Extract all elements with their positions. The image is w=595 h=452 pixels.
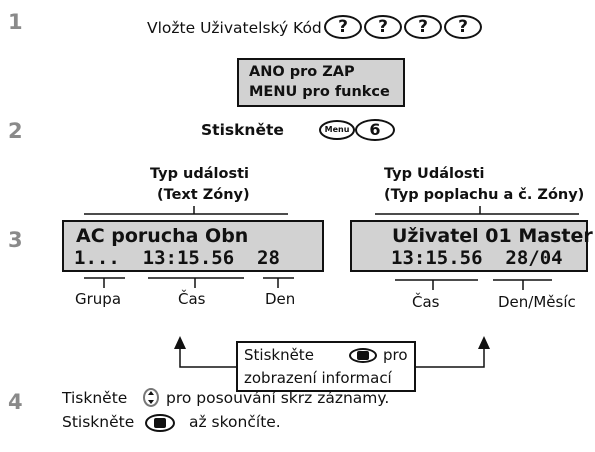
exit-press-text: Stiskněte [62, 413, 135, 431]
alarm-type-label: (Typ poplachu a č. Zóny) [384, 187, 585, 203]
event-type-label-left: Typ události [150, 166, 250, 182]
six-key-icon: 6 [355, 119, 395, 141]
menu-display-line-1: ANO pro ZAP [249, 64, 355, 80]
code-key-4: ? [444, 15, 482, 39]
step-number-1: 1 [8, 10, 23, 34]
zone-text-label: (Text Zóny) [157, 187, 250, 203]
time-label-left: Čas [178, 290, 206, 308]
lcd-left-line-1: AC porucha Obn [76, 225, 249, 247]
step-number-4: 4 [8, 390, 23, 414]
group-label: Grupa [75, 290, 122, 308]
menu-display-line-2: MENU pro funkce [249, 84, 390, 100]
event-log-display-right: Uživatel 01 Master 13:15.56 28/04 [350, 220, 593, 272]
lcd-left-line-2: 1... 13:15.56 28 [74, 247, 280, 269]
time-label-right: Čas [412, 293, 440, 311]
camera-key-icon [349, 348, 377, 363]
lcd-right-line-2: 13:15.56 28/04 [391, 247, 563, 269]
day-label: Den [265, 290, 296, 308]
enter-code-instruction: Vložte Uživatelský Kód [147, 19, 322, 37]
scroll-key-icon [143, 388, 159, 407]
menu-display: ANO pro ZAP MENU pro funkce [237, 58, 405, 107]
day-month-label: Den/Měsíc [498, 293, 576, 311]
exit-key-icon [145, 414, 175, 432]
scroll-instruction: pro posouvání skrz záznamy. [166, 389, 390, 407]
info-box: Stiskněte pro zobrazení informací [236, 341, 416, 392]
step-number-3: 3 [8, 228, 23, 252]
menu-key-icon: Menu [319, 120, 355, 140]
code-key-1: ? [324, 15, 362, 39]
step-number-2: 2 [8, 119, 23, 143]
press-instruction: Stiskněte [201, 121, 284, 139]
exit-instruction: až skončíte. [189, 413, 281, 431]
scroll-press-text: Tiskněte [62, 389, 128, 407]
info-pro-text: pro [383, 346, 408, 364]
lcd-right-line-1: Uživatel 01 Master [392, 225, 593, 247]
code-key-3: ? [404, 15, 442, 39]
code-key-2: ? [364, 15, 402, 39]
event-type-label-right: Typ Události [384, 166, 485, 182]
event-log-display-left: AC porucha Obn 1... 13:15.56 28 [62, 220, 324, 272]
info-press-text: Stiskněte [244, 346, 314, 364]
info-display-text: zobrazení informací [244, 369, 392, 387]
